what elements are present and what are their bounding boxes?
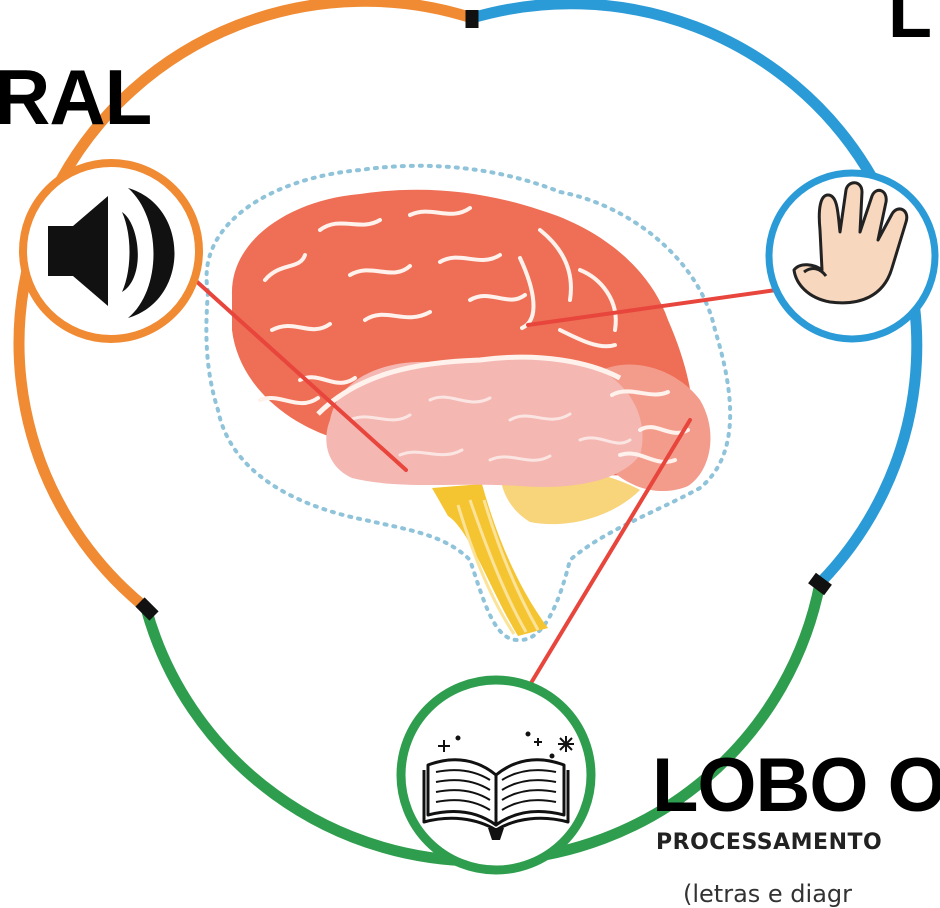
temporal-badge (23, 163, 199, 339)
occipital-lobe-subtitle: PROCESSAMENTO (656, 830, 882, 855)
parietal-lobe-label: L (888, 0, 932, 54)
occipital-lobe-label: LOBO O (652, 742, 940, 829)
occipital-badge (401, 680, 591, 870)
parietal-badge (769, 173, 935, 339)
temporal-lobe-label: RAL (0, 52, 151, 143)
brain-illustration (232, 190, 711, 636)
